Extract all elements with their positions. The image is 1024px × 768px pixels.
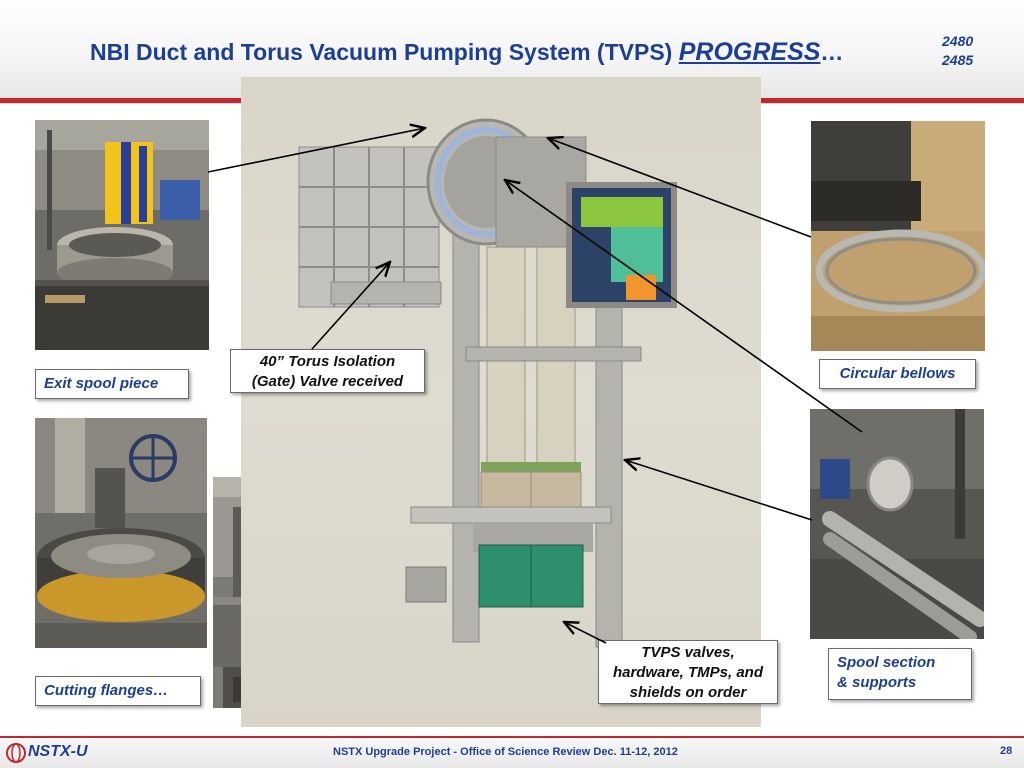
footer-background — [0, 738, 1024, 768]
caption-gate-valve-line: 40” Torus Isolation — [259, 353, 396, 370]
caption-gate-valve: 40” Torus Isolation (Gate) Valve receive… — [230, 349, 425, 393]
footer-logo-text: NSTX-U — [28, 743, 88, 760]
footer-divider — [0, 736, 1024, 738]
caption-exit-spool: Exit spool piece — [35, 369, 189, 399]
caption-cutting-flanges: Cutting flanges… — [35, 676, 201, 706]
photo-cutting-flanges — [35, 418, 207, 648]
nstx-logo-icon — [6, 743, 26, 763]
caption-gate-valve-line: (Gate) Valve received — [251, 373, 404, 390]
caption-tvps-line: shields on order — [629, 684, 747, 701]
caption-tvps-line: TVPS valves, — [641, 644, 735, 661]
caption-tvps-line: hardware, TMPs, and — [612, 664, 764, 681]
caption-circular-bellows-text: Circular bellows — [839, 365, 956, 382]
caption-cutting-flanges-text: Cutting flanges… — [44, 682, 169, 699]
caption-spool-line: Spool section — [837, 654, 936, 671]
caption-spool-section: Spool section & supports — [828, 648, 972, 700]
title-ellipsis: … — [820, 39, 844, 65]
photo-exit-spool — [35, 120, 209, 350]
caption-tvps-order: TVPS valves, hardware, TMPs, and shields… — [598, 640, 778, 704]
title-emphasis: PROGRESS — [678, 38, 821, 66]
caption-exit-spool-text: Exit spool piece — [44, 375, 159, 392]
title-main: NBI Duct and Torus Vacuum Pumping System… — [90, 39, 679, 65]
photo-spool-section — [810, 409, 984, 639]
caption-spool-line: & supports — [837, 674, 917, 691]
caption-circular-bellows: Circular bellows — [819, 359, 976, 389]
photo-circular-bellows — [811, 121, 985, 351]
slide-title: NBI Duct and Torus Vacuum Pumping System… — [90, 38, 843, 67]
drawing-number: 2480 — [942, 33, 974, 49]
drawing-number: 2485 — [942, 52, 974, 68]
drawing-numbers: 2480 2485 — [942, 32, 973, 70]
footer-project: NSTX Upgrade Project - Office of Science… — [333, 746, 678, 758]
tvps-cad-rendering — [241, 77, 761, 727]
page-number: 28 — [1000, 745, 1013, 757]
